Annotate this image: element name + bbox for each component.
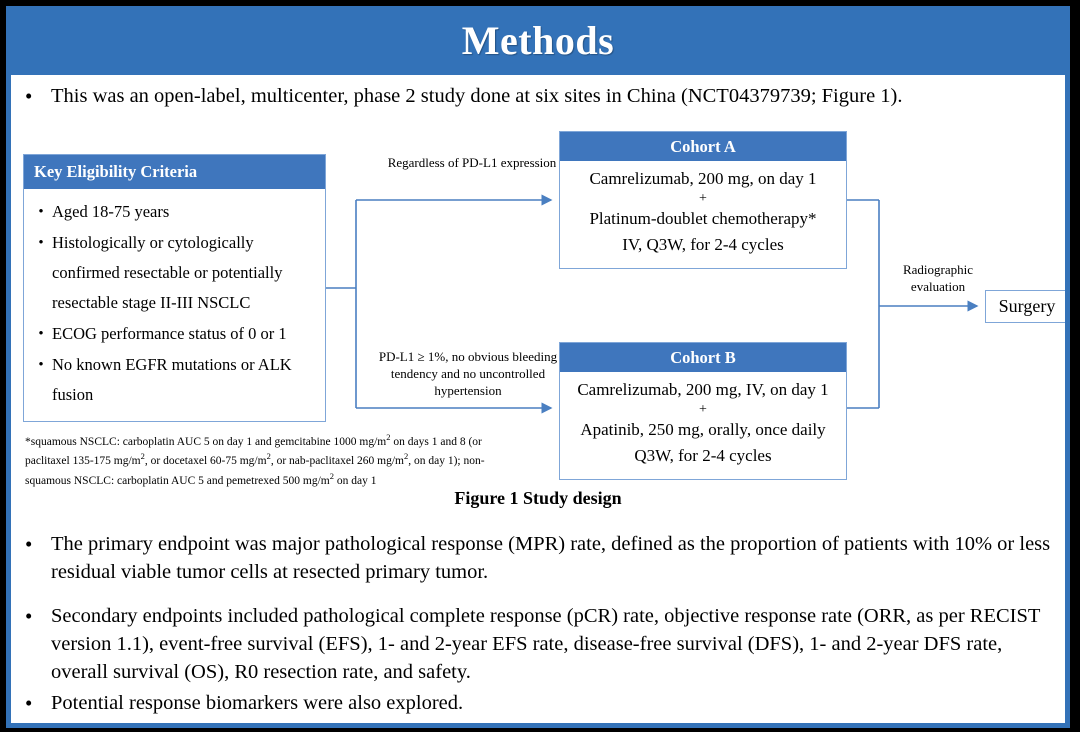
eligibility-item-text: Aged 18-75 years [52, 202, 170, 221]
page-title: Methods [461, 17, 615, 63]
endpoint-bullet-secondary: • Secondary endpoints included pathologi… [25, 602, 1055, 686]
list-item: • No known EGFR mutations or ALK fusion [30, 350, 319, 410]
cohort-b-plus: + [699, 402, 707, 417]
flow-connectors [326, 194, 979, 414]
cohort-a-line-1: Camrelizumab, 200 mg, on day 1 [589, 169, 817, 188]
study-design-figure: Key Eligibility Criteria • Aged 18-75 ye… [11, 118, 1065, 518]
footnote-sup-3: 2 [266, 451, 271, 462]
eligibility-header-label: Key Eligibility Criteria [34, 162, 198, 181]
footnote-sup-5: 2 [329, 470, 334, 481]
footnote-seg-3: , or docetaxel 60-75 mg/m [144, 455, 267, 468]
eligibility-list: • Aged 18-75 years • Histologically or c… [24, 189, 325, 410]
cohort-b-line-2: Apatinib, 250 mg, orally, once daily [580, 420, 826, 439]
figure-footnote: *squamous NSCLC: carboplatin AUC 5 on da… [25, 430, 515, 488]
list-item: • Aged 18-75 years [30, 197, 319, 227]
cohort-b-header-label: Cohort B [670, 347, 736, 367]
bullet-marker-icon: • [38, 326, 44, 342]
endpoint-biomarkers-text: Potential response biomarkers were also … [51, 692, 464, 714]
lead-bullet-text: This was an open-label, multicenter, pha… [51, 85, 903, 107]
bullet-marker-icon: • [38, 235, 44, 251]
footnote-seg-1: *squamous NSCLC: carboplatin AUC 5 on da… [25, 435, 387, 448]
cohort-a-box: Cohort A Camrelizumab, 200 mg, on day 1 … [559, 131, 847, 269]
eligibility-header: Key Eligibility Criteria [24, 155, 325, 189]
list-item: • Histologically or cytologically confir… [30, 228, 319, 318]
cohort-b-box: Cohort B Camrelizumab, 200 mg, IV, on da… [559, 342, 847, 480]
slide-content: Methods • This was an open-label, multic… [6, 6, 1070, 728]
bullet-marker-icon: • [25, 84, 33, 108]
endpoint-bullet-primary: • The primary endpoint was major patholo… [25, 530, 1055, 586]
cohort-a-line-2: Platinum-doublet chemotherapy* [589, 209, 817, 228]
bullet-marker-icon: • [38, 204, 44, 220]
bullet-marker-icon: • [25, 604, 33, 628]
cohort-b-line-3: Q3W, for 2-4 cycles [634, 446, 772, 465]
eligibility-item-text: Histologically or cytologically confirme… [52, 233, 283, 312]
footnote-seg-5: , on day 1); non-squamous NSCLC: carbopl… [25, 455, 485, 487]
list-item: • ECOG performance status of 0 or 1 [30, 319, 319, 349]
endpoint-primary-text: The primary endpoint was major pathologi… [51, 533, 1051, 583]
footnote-seg-2: on days 1 and 8 (or paclitaxel 135-175 m… [25, 435, 482, 468]
footnote-sup-4: 2 [403, 451, 409, 462]
cohort-a-header-label: Cohort A [670, 136, 736, 156]
figure-caption: Figure 1 Study design [454, 488, 622, 508]
cohort-b-line-1: Camrelizumab, 200 mg, IV, on day 1 [577, 380, 829, 399]
lead-bullet: • This was an open-label, multicenter, p… [25, 82, 1055, 110]
bullet-marker-icon: • [25, 691, 33, 715]
connector-label-surgery: Radiographic evaluation [902, 262, 974, 294]
footnote-sup-2: 2 [140, 451, 145, 462]
eligibility-criteria-box: Key Eligibility Criteria • Aged 18-75 ye… [23, 154, 326, 422]
footnote-seg-6: on day 1 [333, 474, 377, 487]
connector-label-cohort-b: PD-L1 ≥ 1%, no obvious bleeding tendency… [378, 349, 558, 398]
cohort-a-header: Cohort A [560, 132, 846, 161]
cohort-a-body: Camrelizumab, 200 mg, on day 1 + Platinu… [560, 161, 846, 258]
slide-title-bar: Methods [11, 6, 1065, 75]
cohort-a-plus: + [699, 191, 707, 206]
endpoint-secondary-text: Secondary endpoints included pathologica… [51, 605, 1041, 683]
surgery-label: Surgery [998, 296, 1056, 316]
surgery-box: Surgery [985, 290, 1065, 323]
bullet-marker-icon: • [25, 532, 33, 556]
endpoint-bullet-biomarkers: • Potential response biomarkers were als… [25, 689, 1055, 717]
eligibility-item-text: No known EGFR mutations or ALK fusion [52, 355, 292, 404]
bullet-marker-icon: • [38, 357, 44, 373]
eligibility-item-text: ECOG performance status of 0 or 1 [52, 324, 287, 343]
footnote-seg-4: , or nab-paclitaxel 260 mg/m [270, 455, 404, 468]
cohort-a-line-3: IV, Q3W, for 2-4 cycles [622, 235, 784, 254]
cohort-b-header: Cohort B [560, 343, 846, 372]
connector-label-cohort-a: Regardless of PD-L1 expression [387, 155, 557, 170]
cohort-b-body: Camrelizumab, 200 mg, IV, on day 1 + Apa… [560, 372, 846, 469]
footnote-sup-1: 2 [386, 432, 391, 442]
